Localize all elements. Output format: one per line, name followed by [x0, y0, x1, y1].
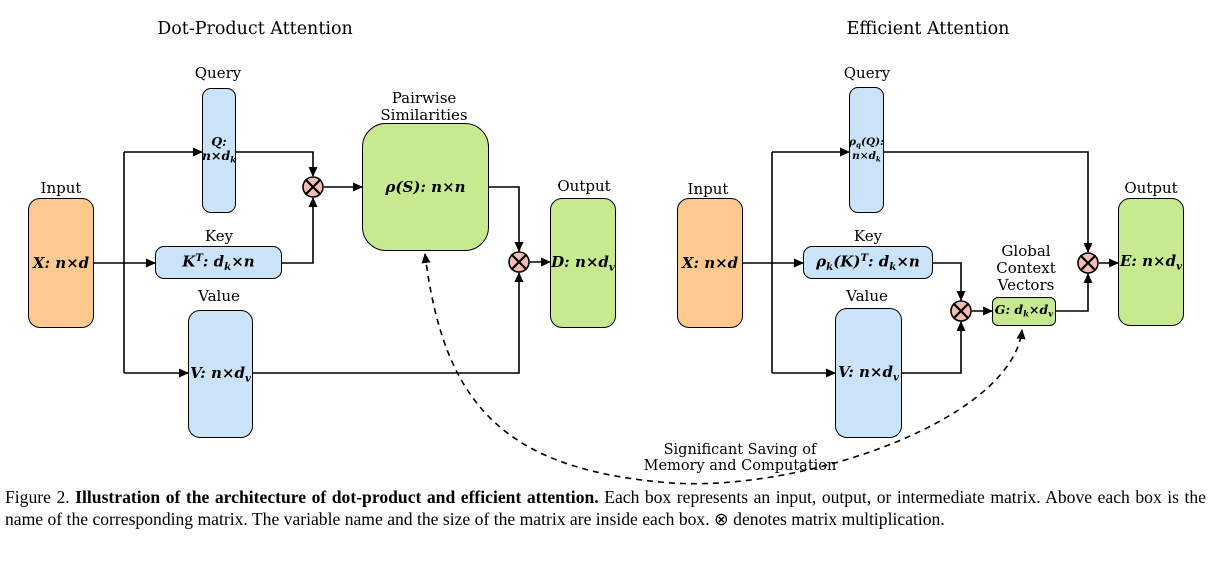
right-query-label: Query — [843, 64, 891, 82]
matmul-icon — [950, 300, 972, 322]
left-output-label: Output — [557, 177, 611, 195]
caption-figure-number: Figure 2. — [5, 487, 76, 507]
left-output-box: D: n×dv — [550, 198, 616, 328]
matmul-icon — [508, 251, 530, 273]
right-input-box: X: n×d — [677, 198, 743, 328]
right-output-box: E: n×dv — [1118, 198, 1184, 326]
left-query-label: Query — [194, 64, 242, 82]
left-value-box: V: n×dv — [188, 310, 253, 438]
right-diagram-title: Efficient Attention — [846, 19, 1010, 39]
left-diagram-title: Dot-Product Attention — [157, 19, 353, 39]
left-key-box: KT: dk×n — [155, 246, 282, 279]
global-context-vectors-label: Global Context Vectors — [996, 242, 1056, 294]
right-output-label: Output — [1124, 179, 1178, 197]
caption-bold-title: Illustration of the architecture of dot-… — [75, 487, 599, 507]
right-input-label: Input — [687, 180, 729, 198]
matmul-icon — [302, 176, 324, 198]
pairwise-similarities-box: ρ(S): n×n — [362, 123, 489, 251]
right-value-label: Value — [846, 287, 888, 305]
right-query-box: ρq(Q): n×dk — [849, 87, 884, 213]
right-value-box: V: n×dv — [835, 308, 902, 438]
pairwise-similarities-label: Pairwise Similarities — [380, 89, 468, 124]
left-value-label: Value — [198, 287, 240, 305]
figure-caption: Figure 2. Illustration of the architectu… — [5, 486, 1206, 530]
left-query-box: Q: n×dk — [202, 88, 236, 213]
left-input-box: X: n×d — [28, 198, 94, 328]
right-key-label: Key — [853, 227, 883, 245]
left-input-label: Input — [40, 179, 82, 197]
matmul-icon — [1077, 252, 1099, 274]
left-key-label: Key — [204, 227, 234, 245]
saving-annotation: Significant Saving of Memory and Computa… — [643, 442, 837, 474]
saving-dashed-arrow — [421, 253, 1026, 485]
right-key-box: ρk(K)T: dk×n — [803, 246, 933, 279]
caption-body: Each box represents an input, output, or… — [5, 487, 1206, 529]
global-context-vectors-box: G: dk×dv — [992, 297, 1056, 326]
